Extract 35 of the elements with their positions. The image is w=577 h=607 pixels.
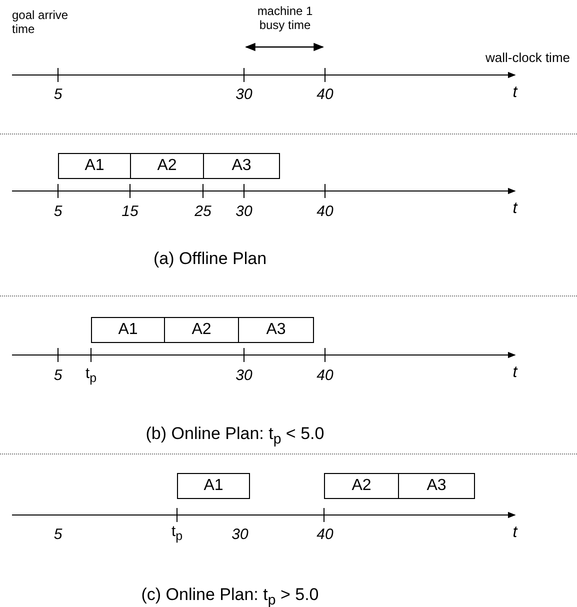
- task-box: A3: [203, 153, 280, 179]
- axis-label: t: [512, 200, 518, 218]
- tick-label: 30: [236, 367, 252, 384]
- axis-title: wall-clock time: [485, 50, 570, 65]
- tick-label: 5: [54, 86, 62, 103]
- axis-label: t: [512, 84, 518, 102]
- tick-label: 40: [316, 86, 334, 103]
- tick-label: t$_{p}$: [171, 523, 183, 543]
- caption: (a) Offline Plan: [153, 249, 267, 269]
- task-box: A2: [164, 317, 239, 343]
- tick-label: 30: [232, 526, 248, 543]
- task-box: A1: [58, 153, 131, 179]
- task-box: A1: [91, 317, 165, 343]
- tick-label: 5: [54, 526, 62, 543]
- caption: (c) Online Plan: t$_{p}$ > 5.0: [141, 585, 319, 607]
- tick-label: 40: [316, 526, 334, 543]
- tick-label: 30: [236, 86, 252, 103]
- caption: (b) Online Plan: t$_{p}$ < 5.0: [146, 424, 324, 448]
- tick-label: 5: [54, 203, 62, 220]
- tick-label: 15: [122, 203, 138, 220]
- annotation: machine 1 busy time: [256, 4, 314, 32]
- tick-label: 25: [194, 203, 212, 220]
- task-box: A2: [130, 153, 204, 179]
- annotation: goal arrive time: [12, 8, 70, 36]
- task-box: A3: [238, 317, 314, 343]
- axis-label: t: [512, 524, 518, 542]
- task-box: A1: [177, 473, 250, 499]
- tick-label: 40: [316, 203, 334, 220]
- axis-label: t: [512, 364, 518, 382]
- task-box: A2: [324, 473, 399, 499]
- tick-label: 40: [316, 367, 334, 384]
- task-box: A3: [398, 473, 475, 499]
- tick-label: 30: [236, 203, 252, 220]
- tick-label: t$_{p}$: [85, 365, 97, 385]
- tick-label: 5: [54, 367, 62, 384]
